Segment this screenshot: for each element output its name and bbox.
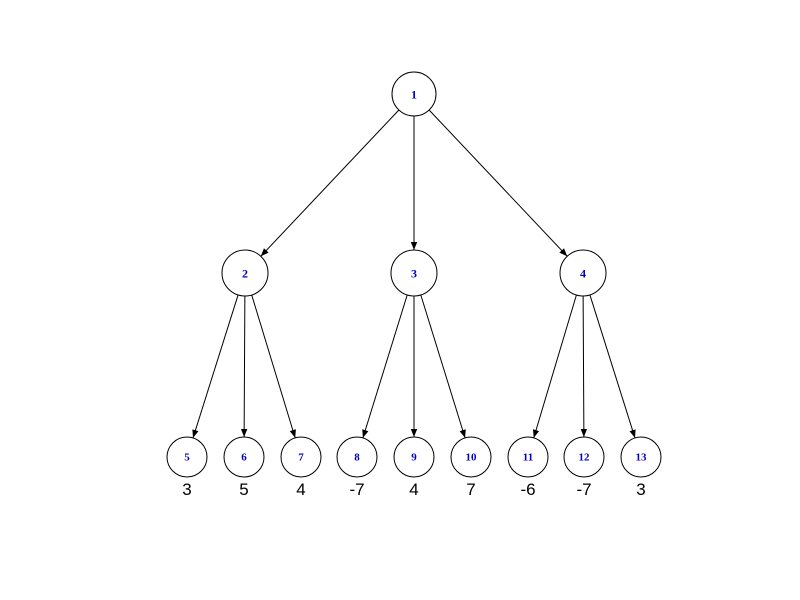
leaf-values-layer: 3 5 4 -7 4 7 -6 -7 3 [182,480,645,499]
tree-node-7[interactable]: 7 [280,436,322,478]
arrowhead-icon [192,429,199,438]
node-label-2: 2 [242,267,248,281]
leaf-value-10: 7 [466,480,475,499]
node-circle-6[interactable] [223,436,265,478]
leaf-value-9: 4 [409,480,418,499]
node-circle-3[interactable] [390,249,438,297]
arrowhead-icon [410,429,418,437]
tree-node-11[interactable]: 11 [507,436,549,478]
tree-node-6[interactable]: 6 [223,436,265,478]
arrowhead-icon [362,429,369,438]
leaf-value-11: -6 [520,480,535,499]
node-circle-8[interactable] [336,436,378,478]
edge-2-to-5 [192,294,239,439]
arrowhead-icon [410,242,418,250]
node-label-5: 5 [184,452,190,464]
node-circle-7[interactable] [280,436,322,478]
node-circle-9[interactable] [393,436,435,478]
tree-node-9[interactable]: 9 [393,436,435,478]
tree-node-8[interactable]: 8 [336,436,378,478]
node-label-4: 4 [580,267,586,281]
node-label-1: 1 [411,88,417,102]
node-circle-4[interactable] [559,249,607,297]
node-circle-10[interactable] [450,436,492,478]
node-label-7: 7 [298,452,304,464]
node-circle-2[interactable] [221,249,269,297]
tree-node-12[interactable]: 12 [563,436,605,478]
node-circle-13[interactable] [620,436,662,478]
node-circle-1[interactable] [391,71,437,117]
tree-node-2[interactable]: 2 [221,249,269,297]
leaf-value-12: -7 [576,480,591,499]
node-label-6: 6 [241,452,247,464]
edge-2-to-6 [240,295,248,438]
edge-3-to-10 [420,294,466,439]
edge-4-to-12 [580,295,588,438]
node-label-10: 10 [466,452,478,464]
arrowhead-icon [289,429,296,438]
edge-4-to-11 [532,294,577,438]
node-circle-12[interactable] [563,436,605,478]
arrowhead-icon [532,429,540,438]
leaf-value-6: 5 [239,480,248,499]
arrowhead-icon [240,428,248,438]
tree-node-10[interactable]: 10 [450,436,492,478]
leaf-value-5: 3 [182,480,191,499]
node-label-3: 3 [411,267,417,281]
edges-layer [192,109,636,439]
leaf-value-7: 4 [296,480,305,499]
node-label-8: 8 [354,452,360,464]
arrowhead-icon [459,429,466,438]
arrowhead-icon [260,248,269,257]
node-circle-5[interactable] [166,436,208,478]
node-label-11: 11 [523,452,533,464]
edge-1-to-3 [410,116,418,250]
edge-4-to-13 [589,294,636,439]
node-label-13: 13 [636,452,648,464]
tree-node-3[interactable]: 3 [390,249,438,297]
leaf-value-8: -7 [349,480,364,499]
node-label-9: 9 [411,452,417,464]
edge-1-to-2 [260,109,400,257]
edge-1-to-4 [428,109,568,257]
node-label-12: 12 [579,452,591,464]
arrowhead-icon [629,429,636,438]
tree-node-1[interactable]: 1 [391,71,437,117]
leaf-value-13: 3 [636,480,645,499]
arrowhead-icon [559,248,568,257]
edge-3-to-8 [362,294,408,439]
tree-node-5[interactable]: 5 [166,436,208,478]
tree-node-4[interactable]: 4 [559,249,607,297]
tree-node-13[interactable]: 13 [620,436,662,478]
edge-3-to-9 [410,296,418,437]
arrowhead-icon [580,428,588,438]
node-circle-11[interactable] [507,436,549,478]
edge-2-to-7 [251,294,296,439]
